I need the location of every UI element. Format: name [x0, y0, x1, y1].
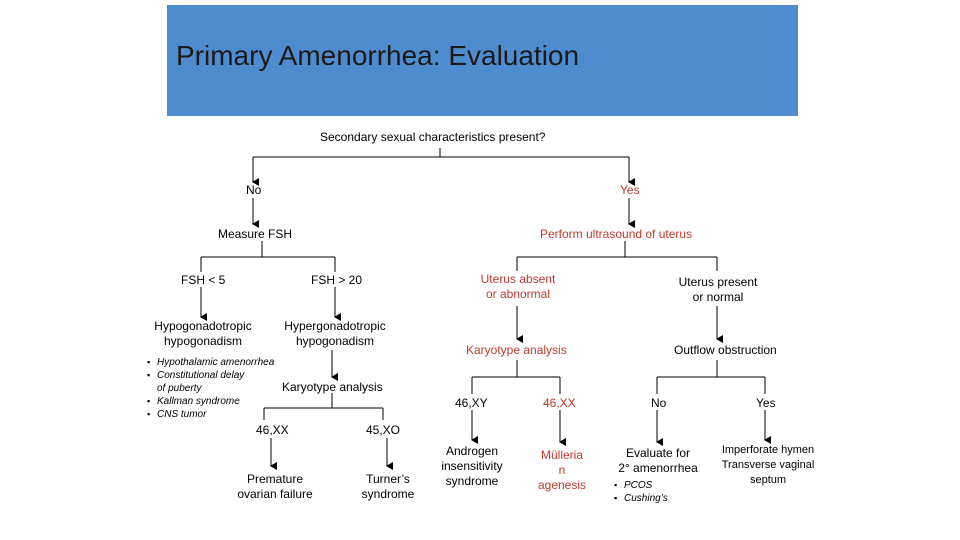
premature-ovarian-failure-node: Premature ovarian failure — [237, 472, 313, 501]
cause-item: Constitutional delay of puberty — [147, 369, 274, 395]
uterus-present-node: Uterus present or normal — [678, 275, 758, 304]
no-label: No — [246, 183, 262, 197]
ultrasound-node: Perform ultrasound of uterus — [540, 227, 693, 241]
outflow-node: Outflow obstruction — [674, 343, 777, 357]
slide-title: Primary Amenorrhea: Evaluation — [176, 40, 580, 71]
fsh-low-node: FSH < 5 — [181, 273, 226, 287]
secondary-causes-list: PCOS Cushing’s — [614, 479, 668, 505]
outflow-yes: Yes — [756, 396, 776, 410]
cause-item: PCOS — [614, 479, 668, 492]
karyotype-46xy: 46,XY — [455, 396, 488, 410]
karyotype-46xx-right: 46,XX — [543, 396, 576, 410]
evaluate-secondary-node: Evaluate for 2° amenorrhea — [618, 446, 698, 475]
imperforate-hymen-node: Imperforate hymen Transverse vaginal sep… — [721, 444, 815, 486]
measure-fsh-node: Measure FSH — [218, 227, 293, 241]
turner-syndrome-node: Turner’s syndrome — [361, 472, 415, 501]
yes-label: Yes — [620, 183, 640, 197]
uterus-absent-node: Uterus absent or abnormal — [480, 272, 556, 301]
cause-item: Hypothalamic amenorrhea — [147, 356, 274, 369]
title-banner — [167, 5, 798, 116]
karyotype-right-node: Karyotype analysis — [466, 343, 567, 357]
hypo-causes-list: Hypothalamic amenorrhea Constitutional d… — [147, 356, 274, 421]
karyotype-46xx-left: 46,XX — [256, 423, 289, 437]
outflow-no: No — [651, 396, 667, 410]
hypogonadotropic-node: Hypogonadotropic hypogonadism — [154, 319, 252, 348]
cause-item: CNS tumor — [147, 408, 274, 421]
karyotype-45xo: 45,XO — [366, 423, 401, 437]
hypergonadotropic-node: Hypergonadotropic hypogonadism — [284, 319, 386, 348]
root-question: Secondary sexual characteristics present… — [320, 130, 546, 144]
karyotype-left-node: Karyotype analysis — [282, 380, 383, 394]
cause-item: Kallman syndrome — [147, 395, 274, 408]
fsh-high-node: FSH > 20 — [311, 273, 363, 287]
androgen-insensitivity-node: Androgen insensitivity syndrome — [441, 444, 503, 488]
mullerian-agenesis-node: Mülleria n agenesis — [537, 448, 587, 492]
cause-item: Cushing’s — [614, 492, 668, 505]
